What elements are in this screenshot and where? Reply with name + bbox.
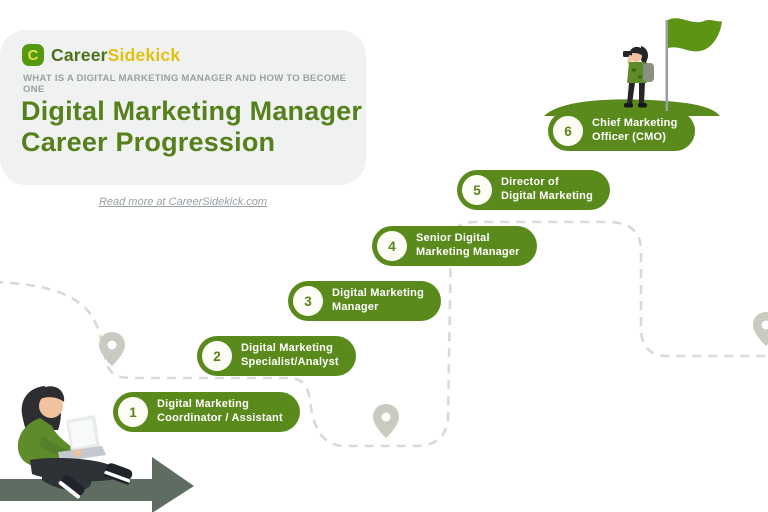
step-number-badge: 3	[293, 286, 323, 316]
career-step-6: 6 Chief Marketing Officer (CMO)	[548, 111, 695, 151]
step-label: Chief Marketing Officer (CMO)	[592, 117, 678, 145]
career-step-3: 3 Digital Marketing Manager	[288, 281, 442, 321]
step-number-badge: 5	[462, 175, 492, 205]
header-card: C CareerSidekick WHAT IS A DIGITAL MARKE…	[0, 30, 366, 185]
location-pin-icon	[373, 404, 399, 438]
step-label-line2: Marketing Manager	[416, 246, 520, 258]
location-pin-icon	[99, 332, 125, 366]
step-label-line2: Officer (CMO)	[592, 131, 667, 143]
step-label-line2: Specialist/Analyst	[241, 356, 339, 368]
step-label-line2: Coordinator / Assistant	[157, 412, 283, 424]
step-label-line1: Chief Marketing	[592, 117, 678, 130]
step-label-line1: Director of	[501, 176, 559, 189]
hiker-with-binoculars-icon	[623, 46, 654, 108]
step-label: Digital Marketing Manager	[332, 287, 424, 315]
step-label-line1: Digital Marketing	[332, 287, 425, 300]
step-number-badge: 4	[377, 231, 407, 261]
brand: C CareerSidekick	[22, 44, 180, 66]
dashed-path	[0, 220, 768, 448]
step-label: Director of Digital Marketing	[501, 176, 593, 204]
step-label-line2: Manager	[332, 301, 379, 313]
step-label: Digital Marketing Specialist/Analyst	[241, 342, 339, 370]
flag-icon	[665, 18, 722, 113]
brand-name-career: Career	[51, 44, 108, 65]
career-step-1: 1 Digital Marketing Coordinator / Assist…	[113, 392, 300, 432]
step-label: Senior Digital Marketing Manager	[416, 232, 520, 260]
brand-name: CareerSidekick	[51, 45, 180, 66]
page-title-line2: Career Progression	[21, 126, 276, 157]
read-more-link[interactable]: Read more at CareerSidekick.com	[98, 196, 268, 208]
career-step-4: 4 Senior Digital Marketing Manager	[372, 226, 537, 266]
step-label-line1: Digital Marketing	[241, 342, 334, 355]
step-number-badge: 1	[118, 397, 148, 427]
step-label-line1: Senior Digital	[416, 232, 490, 245]
article-tagline: WHAT IS A DIGITAL MARKETING MANAGER AND …	[23, 73, 347, 95]
career-step-2: 2 Digital Marketing Specialist/Analyst	[197, 336, 356, 376]
step-label-line1: Digital Marketing	[157, 398, 250, 411]
step-label-line2: Digital Marketing	[501, 190, 594, 202]
page-title: Digital Marketing Manager Career Progres…	[21, 96, 362, 157]
logo-c-icon: C	[22, 44, 44, 66]
step-number-badge: 6	[553, 116, 583, 146]
seated-person-laptop-icon	[17, 386, 133, 499]
page-title-line1: Digital Marketing Manager	[21, 96, 363, 126]
location-pin-icon	[753, 312, 768, 346]
step-number-badge: 2	[202, 341, 232, 371]
career-step-5: 5 Director of Digital Marketing	[457, 170, 611, 210]
step-label: Digital Marketing Coordinator / Assistan…	[157, 398, 283, 426]
brand-name-sidekick: Sidekick	[107, 44, 181, 65]
